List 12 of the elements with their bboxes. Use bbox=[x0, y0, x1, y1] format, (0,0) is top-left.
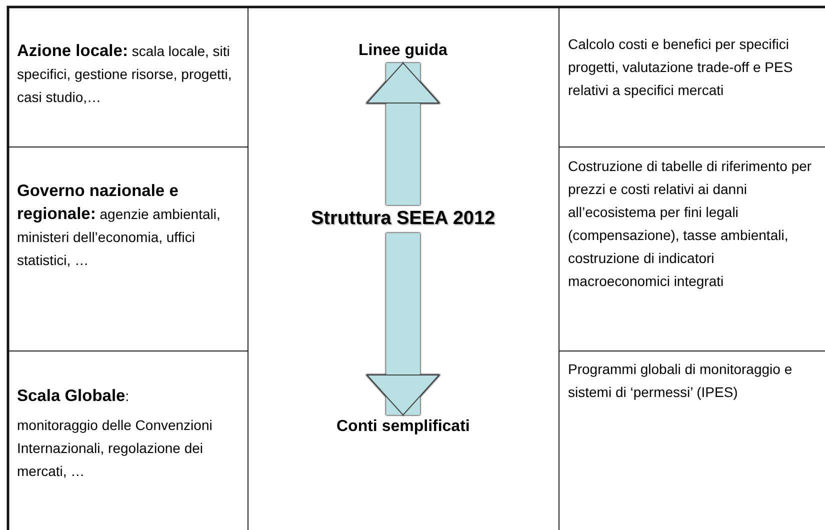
block-arrow bbox=[366, 62, 440, 205]
description-text: Costruzione di tabelle di riferimento per prezzi e costi relativi ai danni all’ecosistema per fini legali (compensazione), tasse ambientali, costruzione di indicatori macroeconomici integrati bbox=[568, 155, 820, 293]
description-text: monitoraggio delle Convenzioni Internazionali, regolazione dei mercati, … bbox=[17, 416, 214, 481]
cell-heading: Scala Globale: bbox=[17, 386, 130, 407]
description-text: Azione locale: scala locale, siti specifici, gestione risorse, progetti, casi studio,… bbox=[17, 40, 245, 109]
heading: Conti semplificati bbox=[336, 418, 470, 436]
description-text: Calcolo costi e benefici per specifici progetti, valutazione trade-off e PES relativi a specifici mercati bbox=[568, 33, 818, 102]
description-text: Programmi globali di monitoraggio e sistemi di ‘permessi’ (IPES) bbox=[568, 358, 818, 404]
block-arrow bbox=[366, 233, 440, 416]
heading: Linee guida bbox=[358, 42, 448, 60]
description-text: Governo nazionale e regionale: agenzie ambientali, ministeri dell’economia, uffici statistici, … bbox=[17, 180, 245, 272]
central-heading: Struttura SEEA 2012 bbox=[311, 208, 496, 230]
